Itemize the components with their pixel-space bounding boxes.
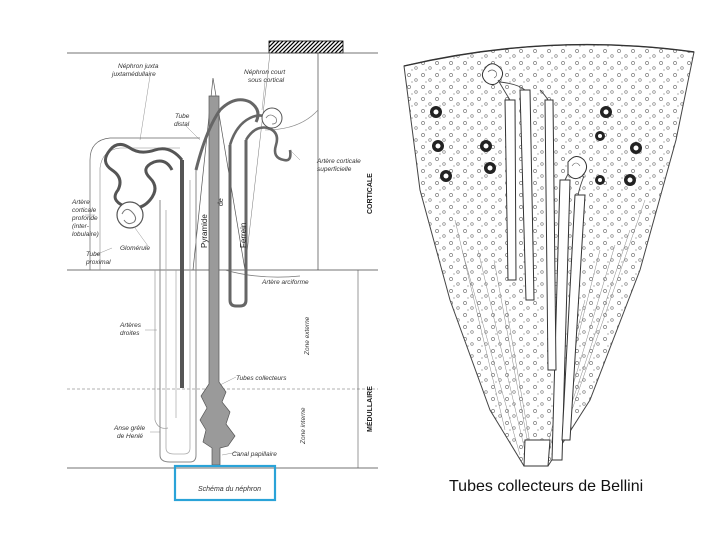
label-pyramide: Pyramide (200, 214, 209, 248)
glomerulus-short-capillaries (265, 114, 277, 125)
label-canal-papillaire: Canal papillaire (232, 451, 277, 458)
tubule-branches (497, 79, 585, 196)
bellini-caption: Tubes collecteurs de Bellini (449, 478, 644, 495)
henle-thin-loop-inner (165, 180, 191, 455)
label-artere-sup-2: superficielle (317, 166, 352, 173)
arterioles (430, 106, 642, 186)
label-anse-henle-2: de Henlé (117, 433, 143, 440)
glomerulus-capillaries (121, 208, 137, 225)
tube-left-b (519, 89, 535, 301)
label-corticale: CORTICALE (367, 173, 374, 214)
label-nephron-court-2: sous cortical (248, 77, 285, 84)
juxta-convoluted-tubule (104, 98, 260, 210)
bellini-diagram (403, 43, 695, 467)
deep-cortical-artery (89, 137, 200, 270)
glomerulus-short (261, 107, 283, 129)
label-anse-henle-1: Anse grêle (113, 425, 145, 432)
label-schema: Schéma du néphron (198, 486, 261, 493)
label-artere-prof-2: corticale (72, 207, 97, 214)
label-medullaire: MÉDULLAIRE (365, 386, 374, 432)
short-loop (228, 140, 248, 308)
henle-thin-loop-outer (159, 170, 197, 463)
label-nephron-juxta-1: Néphron juxta (118, 63, 159, 70)
label-nephron-juxta-2: juxtamédullaire (111, 71, 156, 78)
label-arteres-droites-1: Artères (119, 322, 142, 329)
label-artere-sup-1: Artère corticale (316, 158, 361, 165)
label-zone-externe: Zone externe (304, 316, 311, 356)
label-artere-arciforme: Artère arciforme (261, 279, 309, 286)
capsule-hatch (268, 40, 344, 54)
medullary-striations (454, 199, 646, 456)
label-tube-distal-2: distal (174, 121, 190, 128)
capsule-edge (403, 43, 695, 67)
tube-left-a (504, 99, 517, 281)
collecting-duct (199, 95, 236, 466)
label-artere-prof-3: profonde (71, 215, 98, 222)
collecting-tubes (504, 89, 586, 467)
glomerulus-mid (567, 156, 588, 180)
label-glomerule: Glomérule (120, 245, 150, 252)
label-tube-proximal-1: Tube (86, 251, 101, 258)
schema-highlight-box (173, 464, 277, 502)
label-artere-prof-5: lobulaire) (72, 231, 99, 238)
arciform-artery-line (224, 269, 301, 278)
label-zone-interne: Zone interne (300, 407, 307, 445)
label-tubes-collecteurs: Tubes collecteurs (236, 375, 287, 382)
tube-mid (544, 99, 557, 371)
papillary-duct (523, 439, 551, 467)
tube-right-a (561, 194, 586, 441)
label-de: de (218, 198, 225, 206)
glomerulus-juxta (116, 201, 144, 229)
nephron-diagram: Néphron juxta juxtamédullaire Néphron co… (67, 40, 378, 502)
ferrein-pyramid-edge (244, 52, 271, 271)
label-nephron-court-1: Néphron court (244, 69, 286, 76)
label-arteres-droites-2: droites (120, 330, 140, 337)
leader-lines (85, 75, 301, 456)
label-artere-prof-1: Artère (71, 199, 90, 206)
label-ferrein: Ferrein (239, 223, 248, 248)
vasa-recta (154, 270, 169, 429)
label-tube-distal-1: Tube (175, 113, 190, 120)
label-artere-prof-4: (inter- (72, 223, 90, 230)
glomerulus-top (481, 63, 504, 86)
bellini-glomeruli (481, 63, 588, 180)
label-tube-proximal-2: proximal (85, 259, 111, 266)
